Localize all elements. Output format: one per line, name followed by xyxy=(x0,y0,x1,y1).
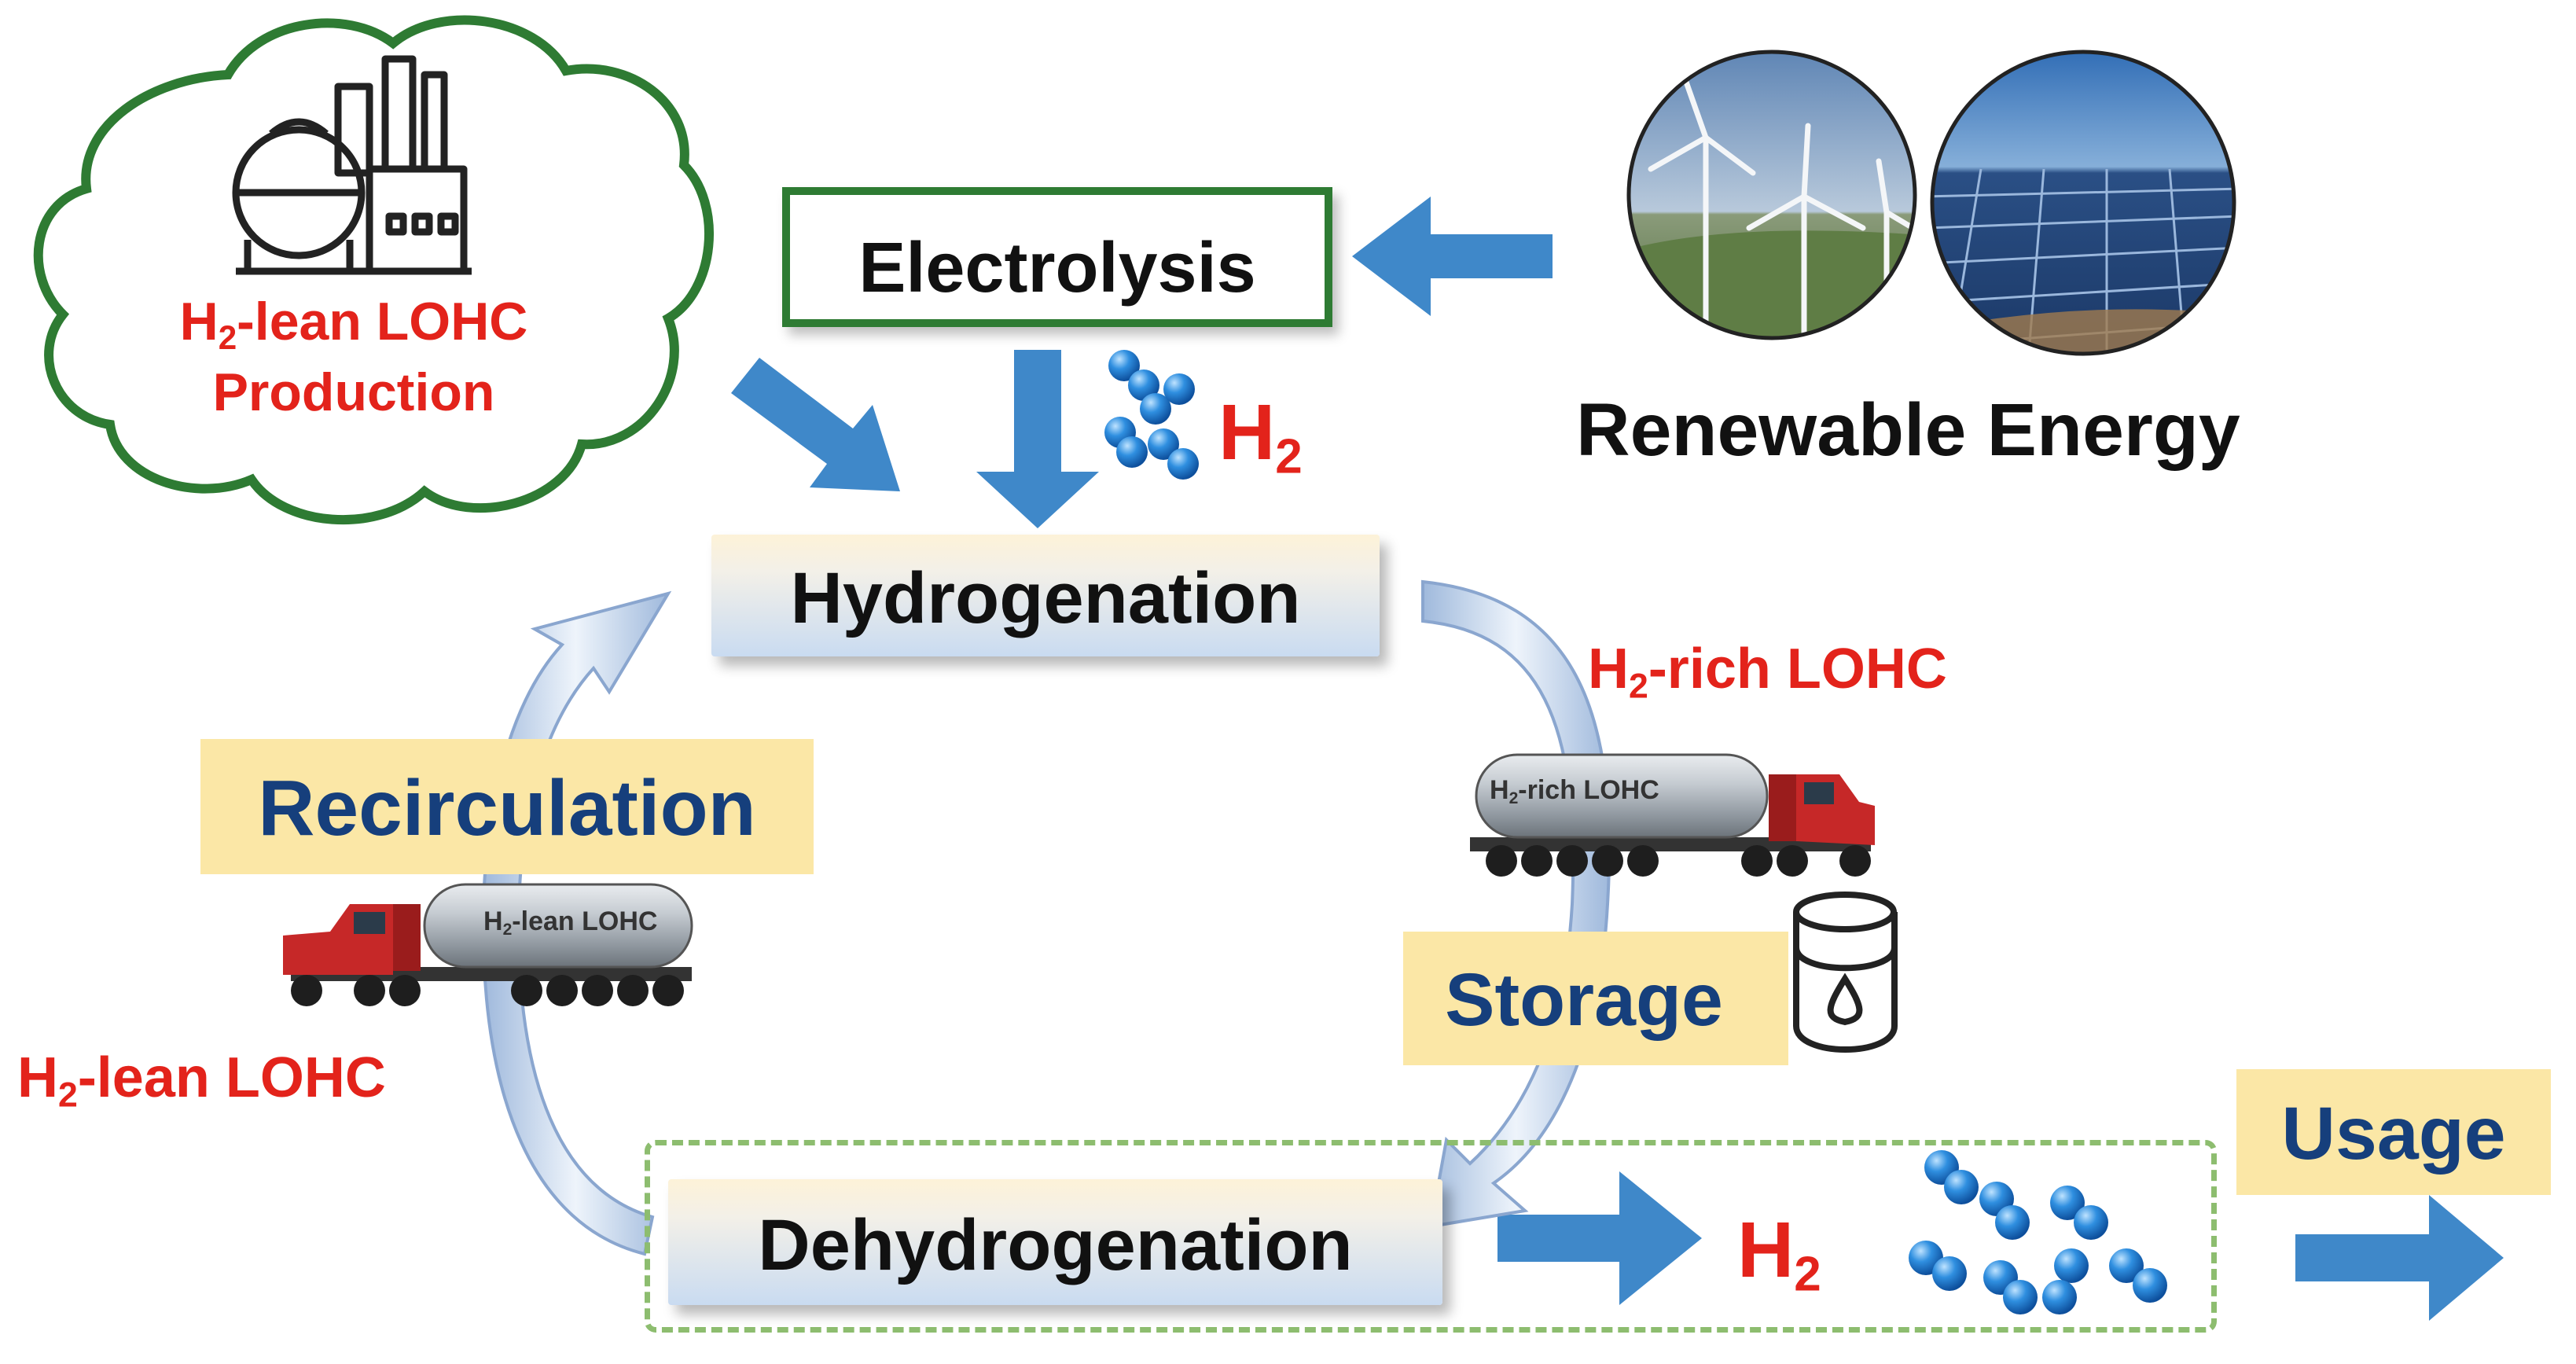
dehydrogenation-box: Dehydrogenation xyxy=(668,1179,1442,1305)
storage-box: Storage xyxy=(1403,932,1788,1065)
recirculation-label: Recirculation xyxy=(258,764,756,852)
hydrogen-molecule-icon xyxy=(1909,1150,2167,1314)
electrolysis-box: Electrolysis xyxy=(782,187,1332,327)
hydrogen-molecule-icon xyxy=(1104,350,1199,480)
usage-box: Usage xyxy=(2236,1069,2551,1195)
h2-rich-label: H2-rich LOHC xyxy=(1588,638,1947,706)
electrolysis-label: Electrolysis xyxy=(858,229,1256,307)
truck-lean-label: H2-lean LOHC xyxy=(483,906,658,939)
truck-rich-label: H2-rich LOHC xyxy=(1490,775,1659,807)
arrow-electrolysis-to-hydrogenation xyxy=(976,350,1099,528)
storage-tank-icon xyxy=(1793,892,1898,1053)
renewable-energy-label: Renewable Energy xyxy=(1576,388,2240,472)
arrow-dehydrogenation-to-h2 xyxy=(1497,1171,1702,1305)
h2-lean-label: H2-lean LOHC xyxy=(17,1046,386,1115)
hydrogenation-label: Hydrogenation xyxy=(790,558,1301,638)
arrow-renewable-to-electrolysis xyxy=(1352,197,1553,316)
wind-turbine-photo xyxy=(1626,50,1917,340)
tanker-truck-icon xyxy=(1470,753,1875,877)
dehydrogenation-dashed-region xyxy=(645,1140,2217,1333)
dehydrogenation-label: Dehydrogenation xyxy=(758,1205,1353,1285)
h2-bottom-label: H2 xyxy=(1737,1206,1821,1302)
h2-top-label: H2 xyxy=(1218,388,1303,484)
production-label-line2: Production xyxy=(212,362,495,422)
solar-panel-photo xyxy=(1930,50,2236,356)
arrow-production-to-hydrogenation xyxy=(731,358,900,491)
cycle-arrow-right xyxy=(1421,579,1611,1229)
production-label: H2-lean LOHC xyxy=(179,292,528,356)
storage-label: Storage xyxy=(1445,958,1723,1042)
factory-icon xyxy=(232,55,472,275)
hydrogenation-box: Hydrogenation xyxy=(711,535,1380,656)
recirculation-box: Recirculation xyxy=(200,739,814,874)
tanker-truck-icon xyxy=(283,883,693,1006)
arrow-usage-out xyxy=(2295,1195,2504,1321)
usage-label: Usage xyxy=(2281,1092,2506,1175)
